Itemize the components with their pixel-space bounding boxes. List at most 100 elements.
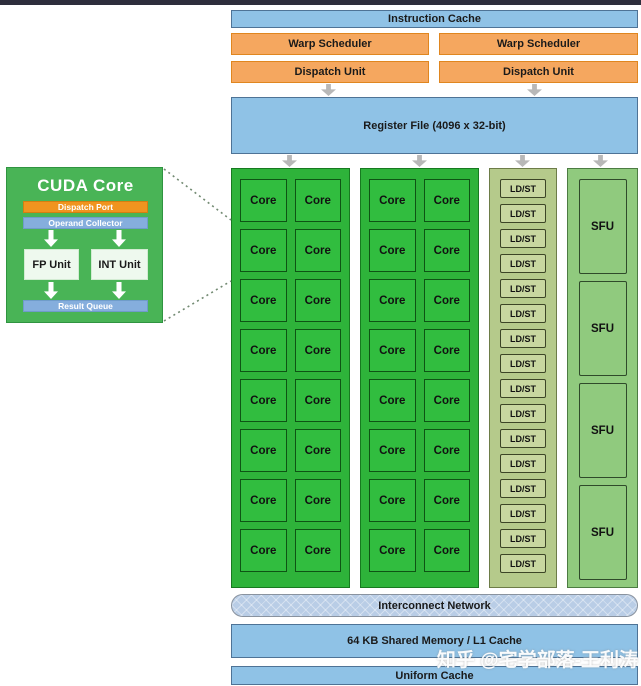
ldst-unit: LD/ST [500,429,546,448]
core-unit: Core [240,529,287,572]
operand-collector-label: Operand Collector [48,218,123,228]
ldst-unit: LD/ST [500,504,546,523]
core-unit: Core [240,379,287,422]
sfu-unit: SFU [578,281,627,376]
int-unit-label: INT Unit [98,258,141,271]
core-unit: Core [294,429,341,472]
fp-unit-label: FP Unit [32,258,71,271]
warp-scheduler-right-label: Warp Scheduler [496,38,581,50]
sfu-unit: SFU [578,485,627,580]
core-unit: Core [369,479,416,522]
ldst-unit: LD/ST [500,279,546,298]
register-file-box: Register File (4096 x 32-bit) [231,97,638,154]
ldst-unit: LD/ST [500,479,546,498]
warp-scheduler-right-box: Warp Scheduler [439,33,638,55]
dispatch-unit-right-box: Dispatch Unit [439,61,638,83]
core-unit: Core [240,229,287,272]
result-queue-label: Result Queue [58,301,113,311]
int-unit-box: INT Unit [91,249,148,280]
ldst-unit: LD/ST [500,254,546,273]
core-unit: Core [369,179,416,222]
dispatch-unit-right-label: Dispatch Unit [503,66,574,78]
core-unit: Core [369,229,416,272]
uniform-cache-label: Uniform Cache [395,669,474,682]
down-arrow-icon [112,230,126,247]
ldst-unit: LD/ST [500,204,546,223]
ldst-unit: LD/ST [500,529,546,548]
core-unit: Core [294,229,341,272]
uniform-cache-box: Uniform Cache [231,666,638,685]
ldst-unit: LD/ST [500,179,546,198]
core-unit: Core [423,179,470,222]
warp-scheduler-left-label: Warp Scheduler [288,38,372,50]
down-arrow-icon [515,155,530,167]
core-unit: Core [294,379,341,422]
down-arrow-icon [321,84,336,96]
core-unit: Core [240,329,287,372]
down-arrow-icon [527,84,542,96]
core-unit: Core [240,479,287,522]
core-unit: Core [240,429,287,472]
down-arrow-icon [44,230,58,247]
core-unit: Core [294,479,341,522]
ldst-unit: LD/ST [500,229,546,248]
core-unit: Core [369,379,416,422]
fp-unit-box: FP Unit [24,249,79,280]
callout-dotted-line-top [163,168,232,221]
result-queue-bar: Result Queue [23,300,148,312]
down-arrow-icon [112,282,126,299]
core-unit: Core [423,529,470,572]
down-arrow-icon [412,155,427,167]
core-unit: Core [423,429,470,472]
sfu-unit: SFU [578,179,627,274]
interconnect-network-box: Interconnect Network [231,594,638,617]
sfu-unit: SFU [578,383,627,478]
watermark-text: 知乎 @宅学部落-王利涛 [436,650,638,671]
dispatch-port-label: Dispatch Port [57,202,114,212]
dispatch-unit-left-label: Dispatch Unit [294,66,366,78]
cuda-core-detail-box: CUDA Core Dispatch Port Operand Collecto… [6,167,163,323]
cuda-core-title: CUDA Core [37,176,134,195]
core-unit: Core [369,329,416,372]
core-unit: Core [423,379,470,422]
ldst-unit: LD/ST [500,454,546,473]
core-unit: Core [423,329,470,372]
ldst-unit: LD/ST [500,354,546,373]
core-unit: Core [369,429,416,472]
core-unit: Core [294,179,341,222]
down-arrow-icon [593,155,608,167]
ldst-unit: LD/ST [500,379,546,398]
core-unit: Core [240,179,287,222]
core-unit: Core [294,329,341,372]
sfu-panel: SFU SFU SFU SFU [567,168,638,588]
instruction-cache-label: Instruction Cache [388,13,481,25]
ldst-unit: LD/ST [500,304,546,323]
register-file-label: Register File (4096 x 32-bit) [363,119,506,132]
interconnect-network-label: Interconnect Network [378,599,491,612]
core-unit: Core [423,229,470,272]
core-unit: Core [369,279,416,322]
ldst-panel: LD/ST LD/ST LD/ST LD/ST LD/ST LD/ST LD/ST LD/ST… [489,168,557,588]
callout-dotted-line-bottom [163,280,232,322]
core-unit: Core [423,479,470,522]
down-arrow-icon [44,282,58,299]
dispatch-unit-left-box: Dispatch Unit [231,61,429,83]
ldst-unit: LD/ST [500,329,546,348]
operand-collector-bar: Operand Collector [23,217,148,229]
top-border-strip [0,0,641,5]
core-unit: Core [294,279,341,322]
core-unit: Core [369,529,416,572]
core-unit: Core [294,529,341,572]
warp-scheduler-left-box: Warp Scheduler [231,33,429,55]
ldst-unit: LD/ST [500,554,546,573]
down-arrow-icon [282,155,297,167]
shared-memory-box: 64 KB Shared Memory / L1 Cache [231,624,638,658]
instruction-cache-box: Instruction Cache [231,10,638,28]
ldst-unit: LD/ST [500,404,546,423]
dispatch-port-bar: Dispatch Port [23,201,148,213]
core-unit: Core [240,279,287,322]
core-unit: Core [423,279,470,322]
